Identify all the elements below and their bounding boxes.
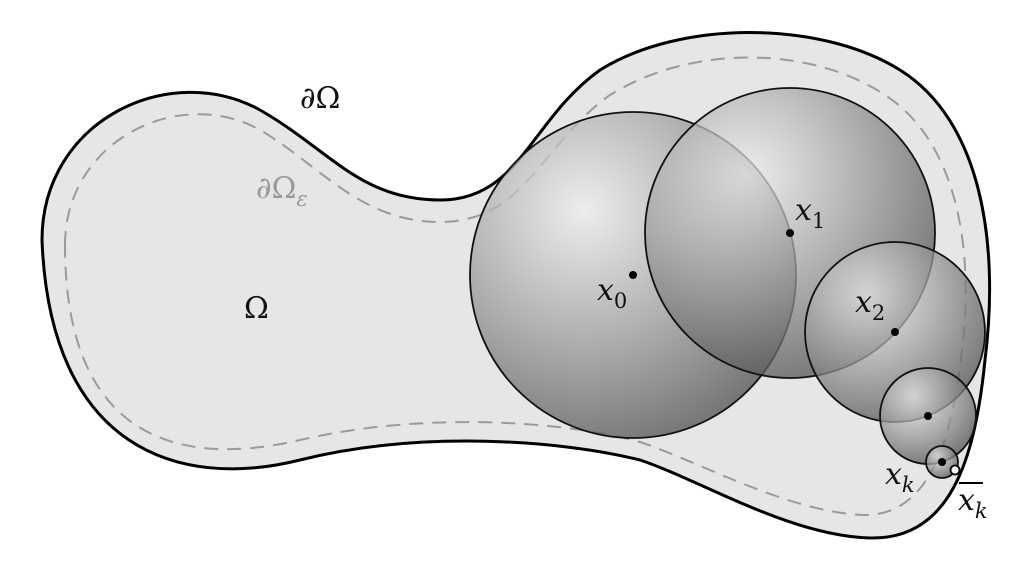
- inner-boundary-dashed: [63, 56, 967, 517]
- point-x1: [786, 229, 794, 237]
- point-x0: [629, 271, 637, 279]
- point-x2: [891, 328, 899, 336]
- label-boundary: ∂Ω: [300, 81, 340, 116]
- label-xk: xk: [885, 457, 915, 497]
- label-boundary-eps: ∂Ωε: [256, 171, 308, 211]
- point-xbar-k: [949, 464, 961, 476]
- point-x3: [924, 412, 932, 420]
- label-xbar-k: xk: [958, 483, 988, 523]
- point-xk: [938, 458, 946, 466]
- label-x2: x2: [855, 285, 885, 325]
- label-x0: x0: [597, 273, 627, 313]
- label-x1: x1: [795, 193, 825, 233]
- label-omega: Ω: [244, 291, 269, 326]
